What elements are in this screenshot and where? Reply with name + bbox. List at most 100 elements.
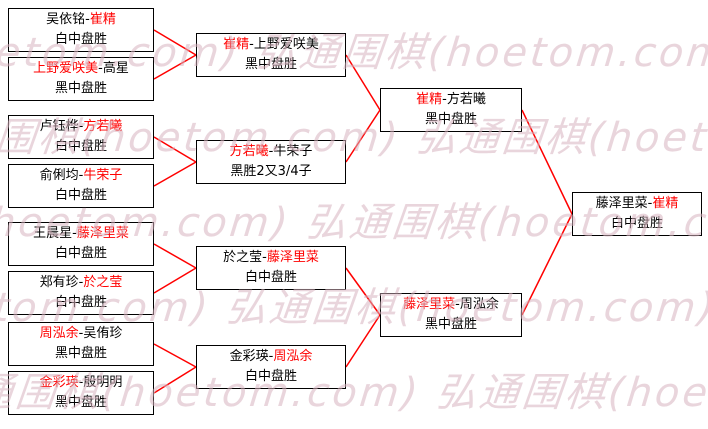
- match-box-first-round-3: 卢钰桦-方若曦白中盘胜: [8, 115, 154, 159]
- player1-name: 金彩瑛: [39, 375, 79, 390]
- connector-line: [345, 267, 381, 316]
- match-players: 卢钰桦-方若曦: [40, 117, 123, 137]
- players-dash: -: [262, 250, 267, 265]
- players-dash: -: [72, 226, 77, 241]
- player1-name: 藤泽里菜: [595, 196, 648, 211]
- match-box-first-round-7: 周泓余-吴侑珍黑中盘胜: [8, 322, 154, 366]
- match-players: 崔精-方若曦: [416, 90, 486, 110]
- player2-name: 牛荣子: [273, 144, 313, 159]
- player2-name: 崔精: [652, 196, 679, 211]
- match-result: 白中盘胜: [244, 270, 297, 285]
- connector-line: [521, 213, 573, 316]
- players-dash: -: [268, 144, 274, 159]
- player1-name: 周泓余: [39, 326, 79, 341]
- match-players: 金彩瑛-殷明明: [40, 373, 123, 393]
- match-result: 白中盘胜: [54, 188, 107, 203]
- player2-name: 周泓余: [273, 349, 313, 364]
- match-players: 藤泽里菜-崔精: [596, 194, 679, 214]
- players-dash: -: [455, 297, 460, 312]
- match-players: 王晨星-藤泽里菜: [33, 224, 129, 244]
- connector-line: [345, 109, 381, 163]
- players-dash: -: [78, 375, 84, 390]
- match-box-second-round-2: 方若曦-牛荣子黑胜2又3/4子: [196, 140, 346, 184]
- match-result: 白中盘胜: [54, 295, 107, 310]
- player1-name: 上野爱咲美: [33, 61, 99, 76]
- match-result: 黑中盘胜: [424, 317, 477, 332]
- player2-name: 方若曦: [83, 119, 123, 134]
- match-players: 於之莹-藤泽里菜: [223, 248, 319, 268]
- player1-name: 藤泽里菜: [403, 297, 456, 312]
- match-box-second-round-4: 金彩瑛-周泓余白中盘胜: [196, 345, 346, 389]
- match-result: 黑中盘胜: [54, 346, 107, 361]
- match-box-first-round-6: 郑有珍-於之莹白中盘胜: [8, 271, 154, 315]
- player1-name: 方若曦: [229, 144, 269, 159]
- player1-name: 吴依铭: [46, 12, 86, 27]
- match-result: 黑中盘胜: [54, 81, 107, 96]
- player1-name: 俞俐均: [39, 168, 79, 183]
- match-players: 吴依铭-崔精: [46, 10, 116, 30]
- player2-name: 上野爱咲美: [253, 37, 319, 52]
- player2-name: 於之莹: [83, 275, 123, 290]
- match-result: 白中盘胜: [244, 369, 297, 384]
- match-players: 金彩瑛-周泓余: [230, 347, 313, 367]
- players-dash: -: [268, 349, 274, 364]
- player2-name: 藤泽里菜: [266, 250, 319, 265]
- players-dash: -: [78, 168, 84, 183]
- match-box-semifinal-1: 崔精-方若曦黑中盘胜: [380, 88, 522, 132]
- players-dash: -: [442, 92, 447, 107]
- player1-name: 金彩瑛: [229, 349, 269, 364]
- connector-line: [153, 343, 197, 368]
- player2-name: 周泓余: [459, 297, 499, 312]
- players-dash: -: [78, 275, 84, 290]
- match-box-semifinal-2: 藤泽里菜-周泓余黑中盘胜: [380, 293, 522, 337]
- player1-name: 卢钰桦: [39, 119, 79, 134]
- connector-line: [153, 243, 197, 269]
- match-box-first-round-1: 吴依铭-崔精白中盘胜: [8, 8, 154, 52]
- match-result: 黑胜2又3/4子: [230, 164, 312, 179]
- match-box-first-round-2: 上野爱咲美-高星黑中盘胜: [8, 57, 154, 101]
- match-result: 黑中盘胜: [54, 395, 107, 410]
- players-dash: -: [647, 196, 653, 211]
- player1-name: 於之莹: [223, 250, 263, 265]
- match-players: 郑有珍-於之莹: [40, 273, 123, 293]
- player1-name: 崔精: [416, 92, 443, 107]
- match-players: 方若曦-牛荣子: [230, 142, 313, 162]
- match-result: 白中盘胜: [54, 246, 107, 261]
- connector-line: [153, 366, 197, 394]
- players-dash: -: [78, 326, 84, 341]
- match-box-first-round-5: 王晨星-藤泽里菜白中盘胜: [8, 222, 154, 266]
- player2-name: 殷明明: [83, 375, 123, 390]
- connector-line: [153, 29, 197, 56]
- player2-name: 高星: [102, 61, 129, 76]
- match-box-first-round-8: 金彩瑛-殷明明黑中盘胜: [8, 371, 154, 415]
- match-result: 白中盘胜: [54, 32, 107, 47]
- player2-name: 藤泽里菜: [76, 226, 129, 241]
- match-players: 上野爱咲美-高星: [33, 59, 129, 79]
- connector-line: [153, 161, 197, 187]
- connector-line: [153, 136, 197, 163]
- match-result: 白中盘胜: [610, 216, 663, 231]
- player2-name: 方若曦: [446, 92, 486, 107]
- match-result: 黑中盘胜: [244, 57, 297, 72]
- match-players: 周泓余-吴侑珍: [40, 324, 123, 344]
- connector-line: [345, 54, 381, 111]
- match-box-second-round-3: 於之莹-藤泽里菜白中盘胜: [196, 246, 346, 290]
- players-dash: -: [78, 119, 84, 134]
- match-box-second-round-1: 崔精-上野爱咲美黑中盘胜: [196, 33, 346, 77]
- match-players: 崔精-上野爱咲美: [223, 35, 319, 55]
- match-result: 黑中盘胜: [424, 112, 477, 127]
- match-result: 白中盘胜: [54, 139, 107, 154]
- players-dash: -: [98, 61, 103, 76]
- player2-name: 崔精: [89, 12, 116, 27]
- match-box-final-1: 藤泽里菜-崔精白中盘胜: [572, 192, 702, 236]
- player1-name: 郑有珍: [39, 275, 79, 290]
- connector-line: [345, 314, 381, 368]
- players-dash: -: [85, 12, 90, 27]
- match-players: 俞俐均-牛荣子: [40, 166, 123, 186]
- connector-line: [153, 54, 197, 80]
- connector-line: [153, 267, 197, 294]
- player1-name: 崔精: [223, 37, 250, 52]
- player2-name: 吴侑珍: [83, 326, 123, 341]
- player2-name: 牛荣子: [83, 168, 123, 183]
